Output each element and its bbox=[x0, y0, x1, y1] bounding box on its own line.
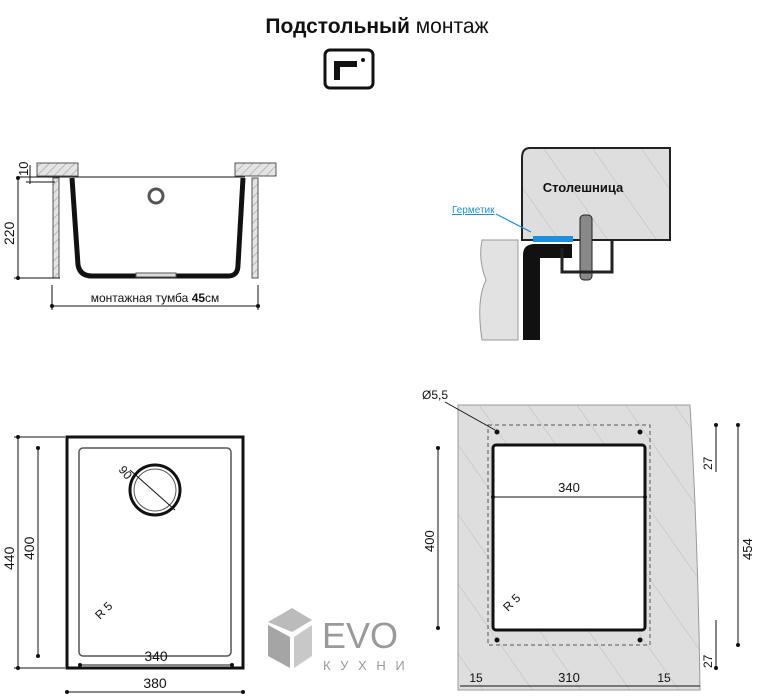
offset-top: 27 bbox=[701, 456, 715, 470]
sealant bbox=[533, 236, 573, 242]
sealant-label: Герметик bbox=[452, 205, 495, 216]
evo-logo-watermark: EVO К У Х Н И bbox=[268, 608, 408, 673]
offset-right: 15 bbox=[657, 671, 671, 685]
dim-inner-height: 400 bbox=[21, 536, 37, 560]
watermark-sub: К У Х Н И bbox=[323, 658, 408, 673]
dim-inner-width: 340 bbox=[144, 648, 168, 664]
countertop-label: Столешница bbox=[543, 180, 624, 195]
page-title: Подстольный монтаж bbox=[265, 15, 488, 38]
hole-dim: Ø5,5 bbox=[422, 388, 448, 402]
side-view: 10 220 монтажная тумба 45см bbox=[1, 162, 277, 310]
dim-rim: 10 bbox=[16, 162, 31, 176]
cutout-view: Ø5,5 340 400 R 5 454 27 27 15 310 15 bbox=[422, 388, 755, 691]
undermount-icon bbox=[323, 48, 375, 90]
cutout-width: 340 bbox=[558, 480, 580, 495]
cutout-height: 400 bbox=[422, 530, 437, 552]
cabinet-label: монтажная тумба 45см bbox=[91, 291, 220, 305]
offset-bottom: 27 bbox=[701, 654, 715, 668]
dim-depth: 220 bbox=[1, 221, 17, 245]
offset-left: 15 bbox=[469, 671, 483, 685]
total-height: 454 bbox=[740, 538, 755, 560]
dim-outer-width: 380 bbox=[143, 675, 167, 691]
top-view: 90 440 400 R 5 340 380 bbox=[1, 435, 245, 694]
mount-detail: Столешница Герметик bbox=[452, 147, 671, 341]
dim-outer-height: 440 bbox=[1, 546, 17, 570]
watermark-brand: EVO bbox=[322, 615, 398, 656]
hole-spacing: 310 bbox=[558, 670, 580, 685]
